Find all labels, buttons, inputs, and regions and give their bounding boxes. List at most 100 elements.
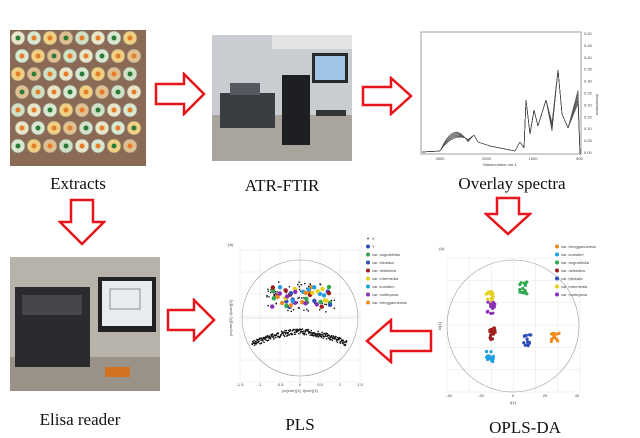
x-loading-point — [336, 341, 339, 344]
y-tick-label: 0.10 — [584, 126, 593, 131]
x-loading-point — [316, 332, 319, 335]
score-point — [280, 300, 285, 306]
vial-label — [131, 53, 137, 59]
x-loading-point — [324, 303, 326, 306]
score-point-kunstleri — [489, 350, 493, 354]
vial-label — [47, 71, 53, 77]
legend-label: var. angustifolia — [561, 260, 590, 265]
legend-marker — [366, 284, 370, 289]
x-loading-point — [292, 308, 295, 311]
arrow-down-2 — [484, 196, 532, 236]
vial-label — [19, 53, 25, 59]
x-loading-point — [321, 331, 323, 334]
x-loading-point — [312, 333, 314, 335]
vial-label — [47, 107, 53, 113]
vial-label — [63, 35, 69, 41]
legend-label: var. trengganuensis — [372, 300, 407, 305]
legend-marker — [366, 300, 370, 305]
vial-label — [131, 125, 137, 131]
oplsda-ylabel: to[1] — [437, 322, 442, 330]
vial-label — [111, 71, 117, 77]
oplsda-panel-label: (A) — [439, 246, 445, 251]
legend-marker — [555, 244, 559, 249]
score-point-deltoidea — [490, 331, 494, 335]
x-loading-point — [293, 328, 295, 331]
score-point — [288, 291, 294, 296]
y-tick-label: 0.35 — [584, 67, 593, 72]
x-loading-point — [330, 338, 332, 341]
score-point — [326, 290, 332, 296]
score-point-angustifolia — [521, 286, 525, 291]
x-loading-point — [345, 340, 348, 343]
score-point — [326, 284, 332, 290]
x-loading-point — [305, 333, 308, 336]
extracts-label: Extracts — [50, 174, 106, 193]
vial-label — [83, 53, 89, 59]
vial-label — [79, 35, 85, 41]
x-loading-point — [318, 308, 321, 311]
y-tick-label: 0.30 — [584, 79, 593, 84]
score-point-kunstleri — [484, 349, 489, 354]
x-loading-point — [342, 339, 345, 342]
score-point-bilobata — [526, 344, 530, 348]
score-point-kunstleri — [489, 357, 493, 361]
x-loading-point — [274, 292, 277, 295]
oplsda-label: OPLS-DA — [489, 418, 561, 437]
x-loading-point — [267, 339, 270, 341]
y-tick-label: 0.40 — [584, 55, 593, 60]
atr-ftir-photo — [212, 35, 352, 161]
x-loading-point — [269, 291, 272, 294]
score-point — [318, 299, 323, 305]
x-loading-point — [299, 331, 302, 334]
x-loading-point — [319, 283, 322, 286]
vial-label — [115, 53, 121, 59]
x-loading-point — [303, 333, 306, 336]
x-loading-point — [298, 288, 301, 291]
spectrum-line — [421, 69, 581, 155]
x-loading-point — [271, 333, 274, 335]
x-loading-point — [331, 339, 334, 342]
x-loading-point — [310, 331, 312, 334]
legend-marker — [555, 292, 559, 297]
y-tick-label: 0.25 — [584, 91, 593, 96]
score-point-motleyana — [486, 300, 490, 304]
score-point — [321, 293, 327, 298]
vial-label — [35, 53, 41, 59]
score-point — [275, 294, 280, 300]
x-loading-point — [251, 343, 254, 346]
vial-label — [35, 89, 41, 95]
vial-label — [15, 71, 21, 77]
x-loading-point — [282, 334, 285, 336]
x-loading-point — [338, 338, 340, 341]
score-point-deltoidea — [493, 330, 497, 334]
score-point-trengganuensis — [550, 337, 554, 341]
x-loading-point — [293, 331, 296, 334]
x-loading-point — [310, 329, 312, 332]
legend-label: var. bilobata — [561, 276, 583, 281]
x-loading-point — [283, 335, 286, 338]
x-loading-point — [291, 333, 294, 336]
x-loading-point — [307, 330, 309, 333]
score-point-bilobata — [525, 337, 529, 341]
x-loading-point — [328, 335, 331, 337]
score-point-motleyana — [485, 310, 489, 314]
x-loading-point — [258, 340, 260, 343]
score-point — [271, 296, 276, 301]
x-loading-point — [290, 332, 293, 335]
x-loading-point — [301, 328, 304, 330]
extracts-photo — [10, 30, 146, 166]
x-loading-point — [254, 340, 257, 343]
score-point — [312, 285, 317, 290]
x-loading-point — [287, 331, 289, 334]
vial-label — [83, 89, 89, 95]
elisa-reader-label: Elisa reader — [39, 410, 121, 429]
legend-label: var. intermedia — [372, 276, 399, 281]
x-loading-point — [259, 337, 262, 340]
score-point-angustifolia — [522, 281, 527, 285]
score-point-angustifolia — [518, 290, 522, 294]
legend-marker — [366, 268, 370, 273]
x-tick-label: 0 — [299, 382, 302, 387]
score-point-deltoidea — [489, 337, 493, 341]
